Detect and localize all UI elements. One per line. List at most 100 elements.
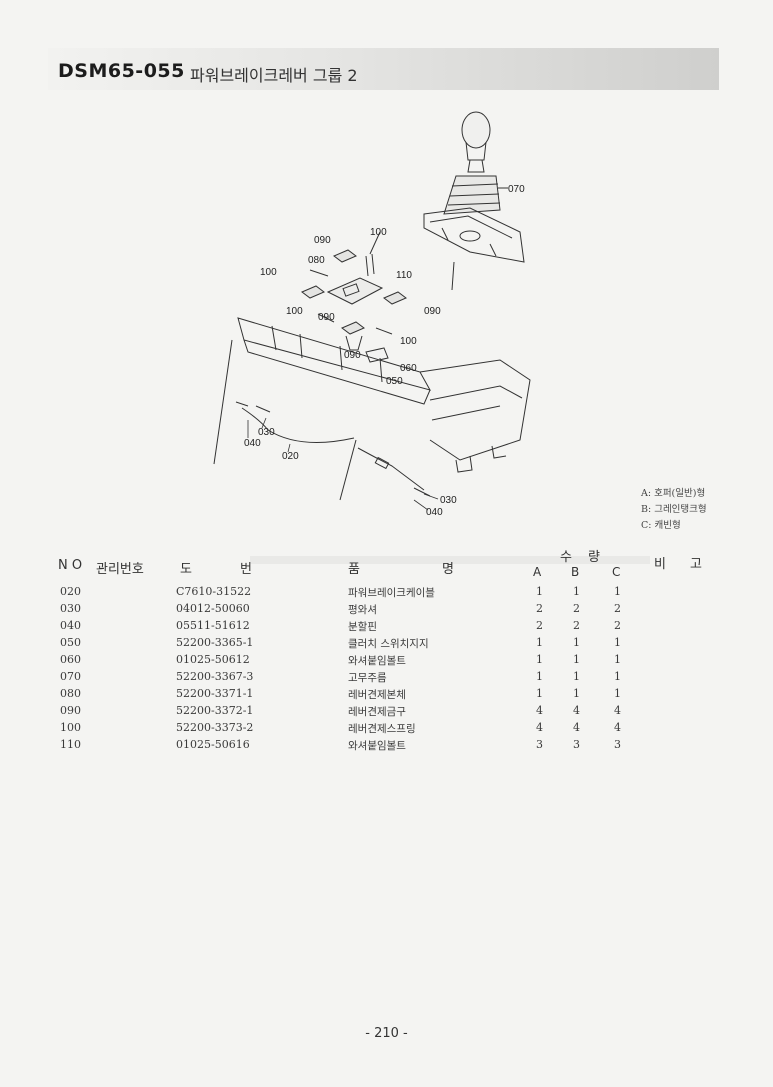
row-no: 040: [60, 619, 81, 632]
header-drawing: 도: [180, 562, 192, 577]
row-qty-b: 1: [573, 687, 580, 700]
callout-100: 100: [400, 336, 417, 347]
row-qty-c: 3: [614, 738, 621, 751]
row-no: 100: [60, 721, 81, 734]
legend-a: A: 호퍼(일반)형: [641, 488, 706, 499]
header-col-b: B: [571, 565, 580, 579]
row-qty-a: 1: [536, 670, 543, 683]
row-part-name: 와셔붙임볼트: [348, 655, 406, 667]
row-part-name: 파워브레이크케이블: [348, 587, 435, 599]
table-row: 100 52200-3373-2 레버견제스프링 4 4 4: [0, 721, 773, 738]
callout-040: 040: [244, 438, 261, 449]
table-row: 090 52200-3372-1 레버견제금구 4 4 4: [0, 704, 773, 721]
row-qty-b: 1: [573, 636, 580, 649]
header-mgmt-number: 관리번호: [96, 562, 144, 577]
row-qty-b: 4: [573, 721, 580, 734]
header-name: 명: [442, 562, 454, 577]
header-col-a: A: [533, 565, 542, 579]
row-part-number: 01025-50612: [176, 653, 250, 666]
row-qty-a: 3: [536, 738, 543, 751]
callout-040: 040: [426, 507, 443, 518]
row-part-name: 레버견제본체: [348, 689, 406, 701]
row-qty-a: 4: [536, 704, 543, 717]
row-part-name: 클러치 스위치지지: [348, 638, 429, 650]
callout-030: 030: [440, 495, 457, 506]
header-no: N O: [58, 558, 83, 573]
frame-drawing: [213, 317, 531, 501]
row-qty-c: 2: [614, 619, 621, 632]
floor-panel-drawing: [423, 207, 525, 291]
legend-b: B: 그레인탱크형: [641, 504, 707, 515]
row-qty-b: 1: [573, 670, 580, 683]
row-qty-a: 4: [536, 721, 543, 734]
row-part-name: 레버견제금구: [348, 706, 406, 718]
callout-100: 100: [260, 267, 277, 278]
row-part-number: 52200-3371-1: [176, 687, 254, 700]
row-qty-b: 2: [573, 619, 580, 632]
row-qty-b: 2: [573, 602, 580, 615]
row-part-number: 52200-3372-1: [176, 704, 254, 717]
header-remark-2: 고: [690, 557, 702, 572]
header-qty: 수: [560, 550, 572, 565]
row-part-number: 52200-3367-3: [176, 670, 254, 683]
row-no: 030: [60, 602, 81, 615]
row-part-name: 고무주름: [348, 672, 387, 684]
header-remark-1: 비: [654, 557, 666, 572]
legend-c: C: 캐빈형: [641, 520, 681, 531]
row-part-number: 52200-3365-1: [176, 636, 254, 649]
row-qty-c: 1: [614, 585, 621, 598]
table-row: 080 52200-3371-1 레버견제본체 1 1 1: [0, 687, 773, 704]
rubber-boot-drawing: [443, 175, 508, 215]
row-qty-c: 1: [614, 670, 621, 683]
row-no: 020: [60, 585, 81, 598]
exploded-parts-diagram: 070 090 100 080 100 110 090 100 090 100 …: [213, 111, 531, 518]
model-code: DSM65-055: [58, 60, 185, 82]
header-item: 품: [348, 562, 360, 577]
header-number: 번: [240, 562, 252, 577]
row-part-name: 평와셔: [348, 604, 377, 616]
group-title: 파워브레이크레버 그룹 2: [190, 66, 358, 85]
callout-070: 070: [508, 184, 525, 195]
row-no: 080: [60, 687, 81, 700]
row-qty-a: 1: [536, 585, 543, 598]
callout-080: 080: [308, 255, 325, 266]
variant-legend: A: 호퍼(일반)형 B: 그레인탱크형 C: 캐빈형: [641, 486, 707, 534]
row-qty-a: 2: [536, 602, 543, 615]
row-qty-a: 1: [536, 687, 543, 700]
row-part-name: 레버견제스프링: [348, 723, 416, 735]
row-qty-a: 1: [536, 636, 543, 649]
callout-090: 090: [318, 312, 335, 323]
row-no: 110: [60, 738, 81, 751]
callout-020: 020: [282, 451, 299, 462]
row-part-name: 와셔붙임볼트: [348, 740, 406, 752]
brake-cable-drawing: [235, 401, 431, 497]
callout-110: 110: [396, 270, 412, 281]
row-part-number: 52200-3373-2: [176, 721, 254, 734]
row-no: 060: [60, 653, 81, 666]
lever-knob-drawing: [461, 111, 491, 173]
callout-060: 060: [400, 363, 417, 374]
header-col-c: C: [612, 565, 621, 579]
callout-100: 100: [370, 227, 387, 238]
callout-100: 100: [286, 306, 303, 317]
row-qty-c: 4: [614, 704, 621, 717]
callout-090: 090: [424, 306, 441, 317]
row-part-number: C7610-31522: [176, 585, 252, 598]
row-part-number: 05511-51612: [176, 619, 250, 632]
callout-090: 090: [314, 235, 331, 246]
header-qty2: 량: [588, 550, 600, 565]
callout-050: 050: [386, 376, 403, 387]
row-no: 090: [60, 704, 81, 717]
callout-090: 090: [344, 350, 361, 361]
row-qty-b: 4: [573, 704, 580, 717]
row-qty-c: 1: [614, 687, 621, 700]
row-qty-c: 4: [614, 721, 621, 734]
callout-030: 030: [258, 427, 275, 438]
